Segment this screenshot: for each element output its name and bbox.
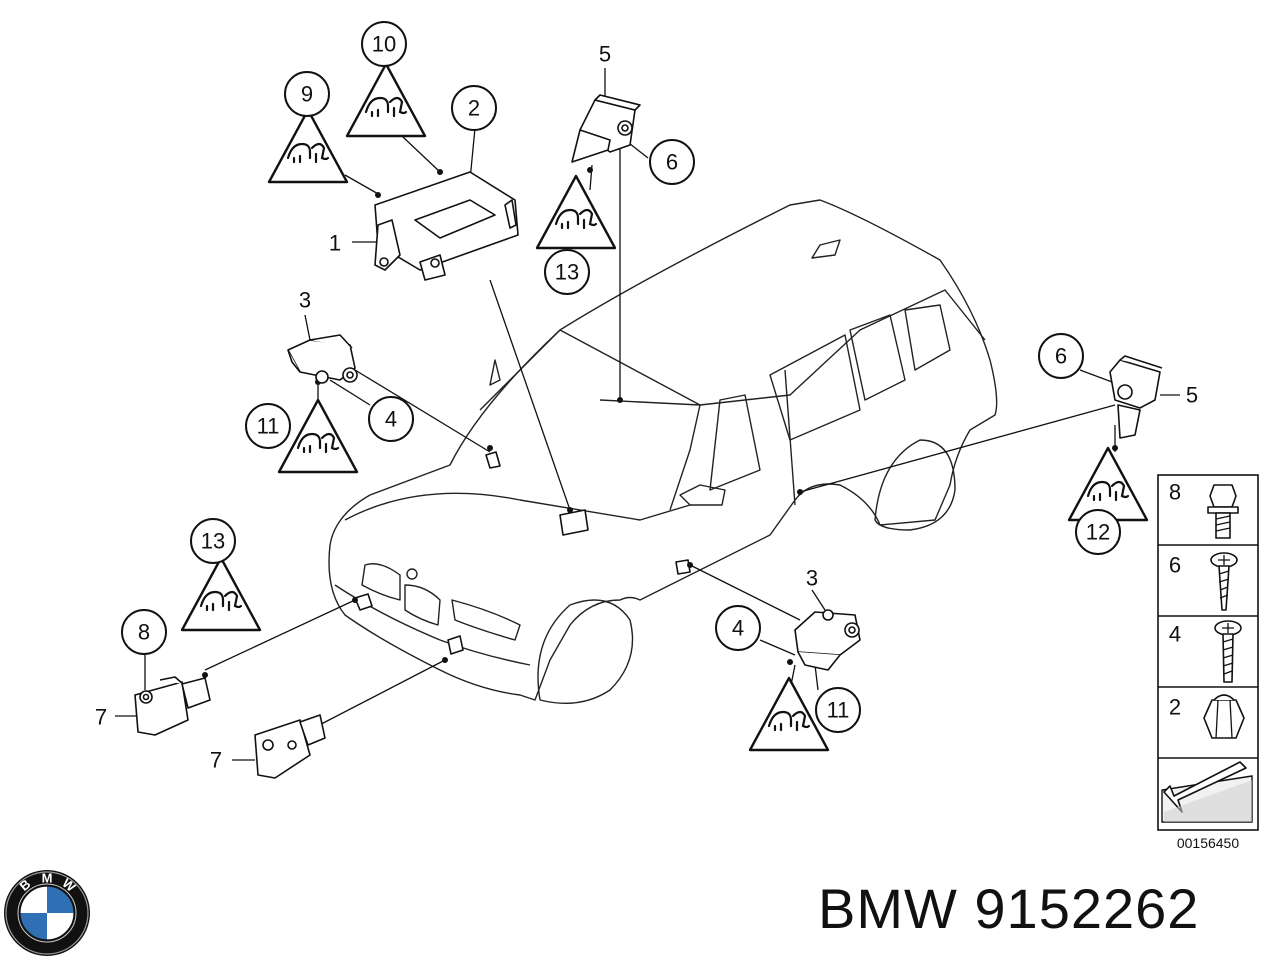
warning-triangle-icon bbox=[267, 108, 349, 184]
mounted-parts bbox=[354, 451, 691, 655]
svg-text:4: 4 bbox=[732, 616, 744, 641]
svg-text:4: 4 bbox=[385, 407, 397, 432]
callout-2: 2 bbox=[451, 85, 497, 131]
svg-text:8: 8 bbox=[1169, 480, 1181, 505]
svg-text:13: 13 bbox=[201, 529, 225, 554]
callout-11-left: 11 bbox=[245, 403, 291, 449]
nut-icon bbox=[1203, 694, 1245, 739]
warning-triangle-icon bbox=[1067, 446, 1149, 522]
fastener-legend: 8 6 4 bbox=[1157, 474, 1259, 851]
callout-4-bottom: 4 bbox=[715, 605, 761, 651]
svg-text:6: 6 bbox=[666, 150, 678, 175]
label-3-left: 3 bbox=[299, 288, 311, 313]
svg-text:10: 10 bbox=[372, 32, 396, 57]
label-7-a: 7 bbox=[95, 705, 107, 730]
warning-triangle-icon bbox=[345, 62, 427, 138]
svg-text:9: 9 bbox=[301, 82, 313, 107]
svg-text:8: 8 bbox=[138, 620, 150, 645]
svg-text:2: 2 bbox=[468, 96, 480, 121]
vehicle-outline bbox=[328, 199, 998, 705]
sensor-part-5-right bbox=[1109, 355, 1163, 439]
bolt-icon bbox=[1207, 484, 1239, 539]
callout-8: 8 bbox=[121, 609, 167, 655]
diagram-id: 00156450 bbox=[1177, 835, 1240, 851]
screw-icon bbox=[1214, 620, 1242, 683]
arrow-icon bbox=[1161, 761, 1253, 823]
svg-text:2: 2 bbox=[1169, 695, 1181, 720]
callout-10: 10 bbox=[361, 21, 407, 67]
sensor-part-5-top bbox=[571, 94, 641, 163]
callout-13-bottom: 13 bbox=[190, 518, 236, 564]
callout-9: 9 bbox=[284, 71, 330, 117]
svg-text:11: 11 bbox=[257, 414, 280, 439]
legend-row-4: 4 bbox=[1169, 620, 1242, 683]
callout-13-top: 13 bbox=[544, 249, 590, 295]
label-5-right: 5 bbox=[1186, 383, 1198, 408]
svg-text:6: 6 bbox=[1055, 344, 1067, 369]
svg-text:13: 13 bbox=[555, 260, 579, 285]
warning-triangle-icon bbox=[277, 398, 359, 474]
svg-text:6: 6 bbox=[1169, 553, 1181, 578]
callout-12: 12 bbox=[1075, 509, 1121, 555]
legend-row-2: 2 bbox=[1169, 694, 1245, 739]
warning-triangle-icon bbox=[535, 174, 617, 250]
leader-lines bbox=[115, 68, 1180, 761]
label-7-b: 7 bbox=[210, 748, 222, 773]
sensor-part-3-bottom bbox=[794, 609, 861, 671]
callout-4-left: 4 bbox=[368, 396, 414, 442]
label-3-bottom: 3 bbox=[806, 566, 818, 591]
svg-text:4: 4 bbox=[1169, 622, 1181, 647]
legend-row-6: 6 bbox=[1169, 552, 1238, 611]
control-unit-part-1 bbox=[374, 171, 519, 281]
svg-text:M: M bbox=[42, 871, 53, 886]
legend-row-8: 8 bbox=[1169, 480, 1239, 539]
sensor-part-7-b bbox=[254, 714, 326, 779]
label-5-top: 5 bbox=[599, 42, 611, 67]
callout-6-top: 6 bbox=[649, 139, 695, 185]
callout-11-bottom: 11 bbox=[815, 687, 861, 733]
bmw-logo-icon: B M W bbox=[4, 870, 90, 956]
svg-text:11: 11 bbox=[827, 698, 850, 723]
sensor-part-7-a bbox=[134, 676, 211, 736]
sensor-part-3-left bbox=[287, 334, 358, 384]
screw-icon bbox=[1210, 552, 1238, 611]
callout-6-right: 6 bbox=[1038, 333, 1084, 379]
svg-text:12: 12 bbox=[1086, 520, 1110, 545]
label-1: 1 bbox=[329, 231, 341, 256]
part-number-title: BMW 9152262 bbox=[818, 877, 1200, 940]
warning-triangle-icon bbox=[180, 556, 262, 632]
